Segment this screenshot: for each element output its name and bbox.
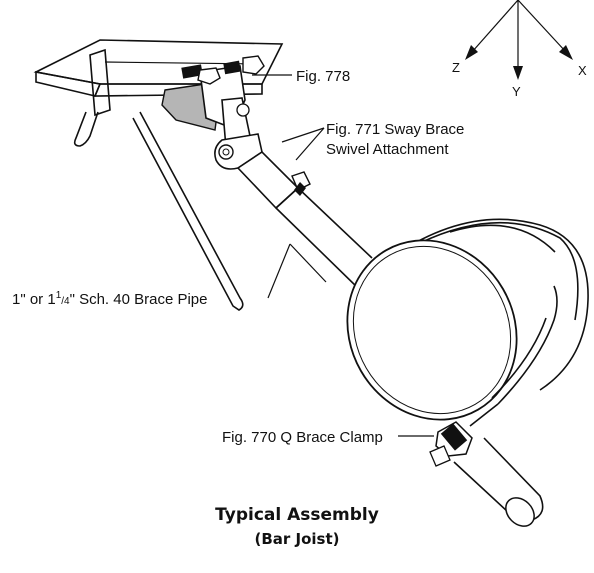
main-pipe	[346, 218, 589, 421]
axis-z-label: Z	[452, 60, 460, 75]
axis-x-label: X	[578, 63, 587, 78]
brace-pipe	[275, 186, 544, 527]
label-fig770: Fig. 770 Q Brace Clamp	[222, 429, 383, 446]
axis-y-label: Y	[512, 84, 521, 99]
label-fig771-line1: Fig. 771 Sway Brace	[326, 121, 464, 138]
label-brace-pipe: 1" or 11/4" Sch. 40 Brace Pipe	[12, 290, 208, 308]
caption-subtitle: (Bar Joist)	[254, 530, 340, 548]
axis-triad: Z Y X	[452, 0, 587, 99]
label-fig771-line2: Swivel Attachment	[326, 141, 449, 158]
fig770-clamp	[429, 285, 558, 467]
label-fig778: Fig. 778	[296, 68, 350, 85]
caption-title: Typical Assembly	[215, 505, 379, 525]
leaders	[252, 74, 434, 437]
fig771-swivel	[214, 133, 311, 210]
fig778-bracket	[161, 55, 265, 151]
